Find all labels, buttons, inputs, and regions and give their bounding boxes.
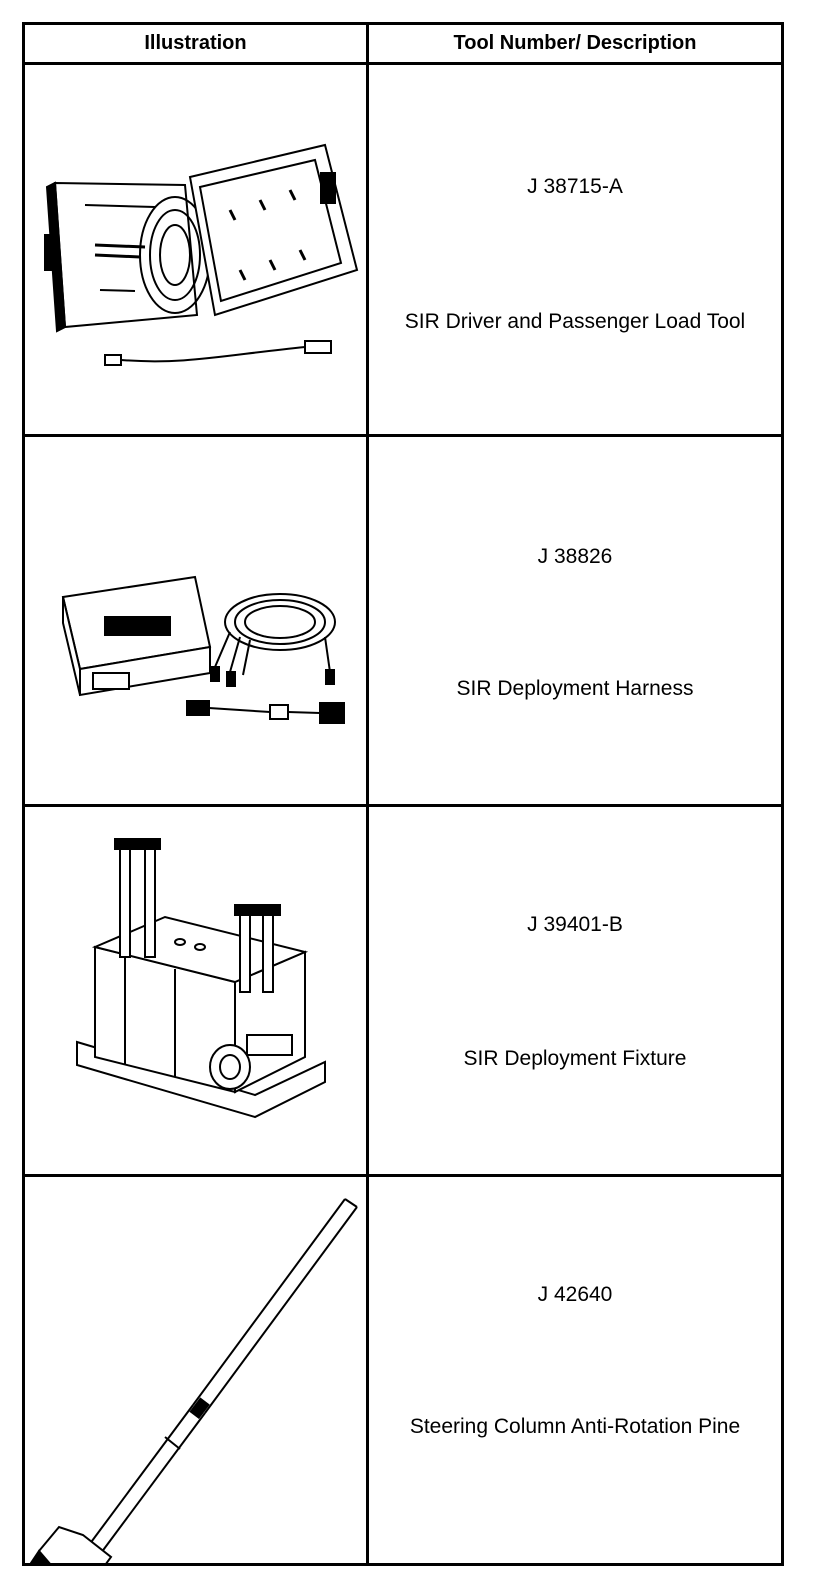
tool-cell: J 39401-B SIR Deployment Fixture [369, 807, 781, 1174]
tool-cell: J 42640 Steering Column Anti-Rotation Pi… [369, 1177, 781, 1563]
tool-description: Steering Column Anti-Rotation Pine [409, 1415, 741, 1438]
load-tool-case-icon [25, 65, 366, 434]
table-row: J 42640 Steering Column Anti-Rotation Pi… [25, 1177, 781, 1563]
table-row: J 38826 SIR Deployment Harness [25, 437, 781, 807]
tool-number: J 38715-A [527, 175, 623, 198]
table-row: J 39401-B SIR Deployment Fixture [25, 807, 781, 1177]
header-illustration: Illustration [144, 32, 247, 54]
tool-description: SIR Deployment Harness [456, 677, 694, 700]
tool-number: J 39401-B [527, 913, 623, 936]
tools-table: Illustration Tool Number/ Description [22, 22, 784, 1566]
header-tool-number: Tool Number/ Description [453, 32, 697, 54]
table-row: J 38715-A SIR Driver and Passenger Load … [25, 65, 781, 437]
tool-cell: J 38826 SIR Deployment Harness [369, 437, 781, 804]
tool-number: J 42640 [537, 1283, 613, 1306]
deployment-fixture-icon [25, 807, 366, 1174]
column-divider [366, 25, 369, 1563]
tool-description: SIR Deployment Fixture [463, 1047, 687, 1070]
tool-cell: J 38715-A SIR Driver and Passenger Load … [369, 65, 781, 434]
table-header: Illustration Tool Number/ Description [25, 25, 781, 65]
tool-description: SIR Driver and Passenger Load Tool [404, 310, 746, 333]
deployment-harness-icon [25, 437, 366, 804]
tool-number: J 38826 [537, 545, 613, 568]
anti-rotation-pin-icon [25, 1177, 366, 1563]
